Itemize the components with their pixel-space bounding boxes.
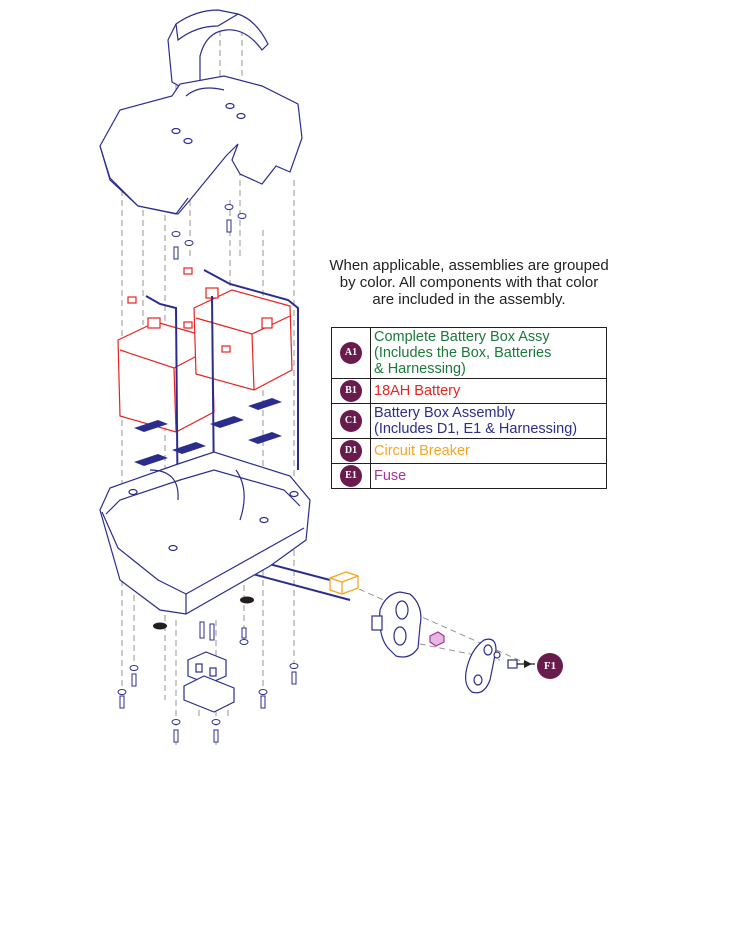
circuit-breaker	[329, 571, 359, 595]
fuse	[429, 631, 445, 647]
charger-port-housing	[371, 591, 422, 658]
badge-d1: D1	[340, 440, 362, 462]
legend-text: 18AH Battery	[374, 383, 461, 399]
top-handle	[167, 9, 269, 91]
legend-desc-a1: Complete Battery Box Assy (Includes the …	[370, 327, 607, 379]
badge-b1: B1	[340, 380, 362, 402]
legend-row-c1: C1 Battery Box Assembly (Includes D1, E1…	[331, 403, 607, 439]
callout-f1: F1	[537, 653, 563, 679]
legend-row-d1: D1 Circuit Breaker	[331, 438, 607, 464]
badge-c1: C1	[340, 410, 362, 432]
legend-text: Fuse	[374, 468, 407, 484]
cover-hardware	[171, 204, 247, 260]
legend-row-b1: B1 18AH Battery	[331, 378, 607, 404]
port-cover-plate	[465, 638, 535, 694]
note-line: When applicable, assemblies are grouped	[329, 257, 609, 274]
legend-row-e1: E1 Fuse	[331, 463, 607, 489]
legend-text: Circuit Breaker	[374, 443, 470, 459]
assembly-legend: A1 Complete Battery Box Assy (Includes t…	[331, 327, 607, 489]
legend-desc-c1: Battery Box Assembly (Includes D1, E1 & …	[370, 403, 607, 439]
terminal-block	[183, 651, 235, 713]
legend-row-a1: A1 Complete Battery Box Assy (Includes t…	[331, 327, 607, 379]
battery-right	[183, 267, 293, 391]
color-grouping-note: When applicable, assemblies are grouped …	[306, 257, 632, 308]
badge-a1: A1	[340, 342, 362, 364]
legend-text: (Includes the Box, Batteries	[374, 345, 552, 361]
legend-desc-d1: Circuit Breaker	[370, 438, 607, 464]
legend-text: Complete Battery Box Assy	[374, 329, 550, 345]
note-line: are included in the assembly.	[372, 291, 566, 308]
legend-text: (Includes D1, E1 & Harnessing)	[374, 421, 578, 437]
bottom-hardware	[117, 621, 299, 743]
rubber-feet	[153, 596, 254, 630]
battery-box-cover	[99, 75, 303, 215]
badge-e1: E1	[340, 465, 362, 487]
legend-text: & Harnessing)	[374, 361, 466, 377]
battery-box-tray	[99, 451, 311, 615]
legend-text: Battery Box Assembly	[374, 405, 516, 421]
legend-desc-e1: Fuse	[370, 463, 607, 489]
note-line: by color. All components with that color	[339, 274, 599, 291]
legend-desc-b1: 18AH Battery	[370, 378, 607, 404]
